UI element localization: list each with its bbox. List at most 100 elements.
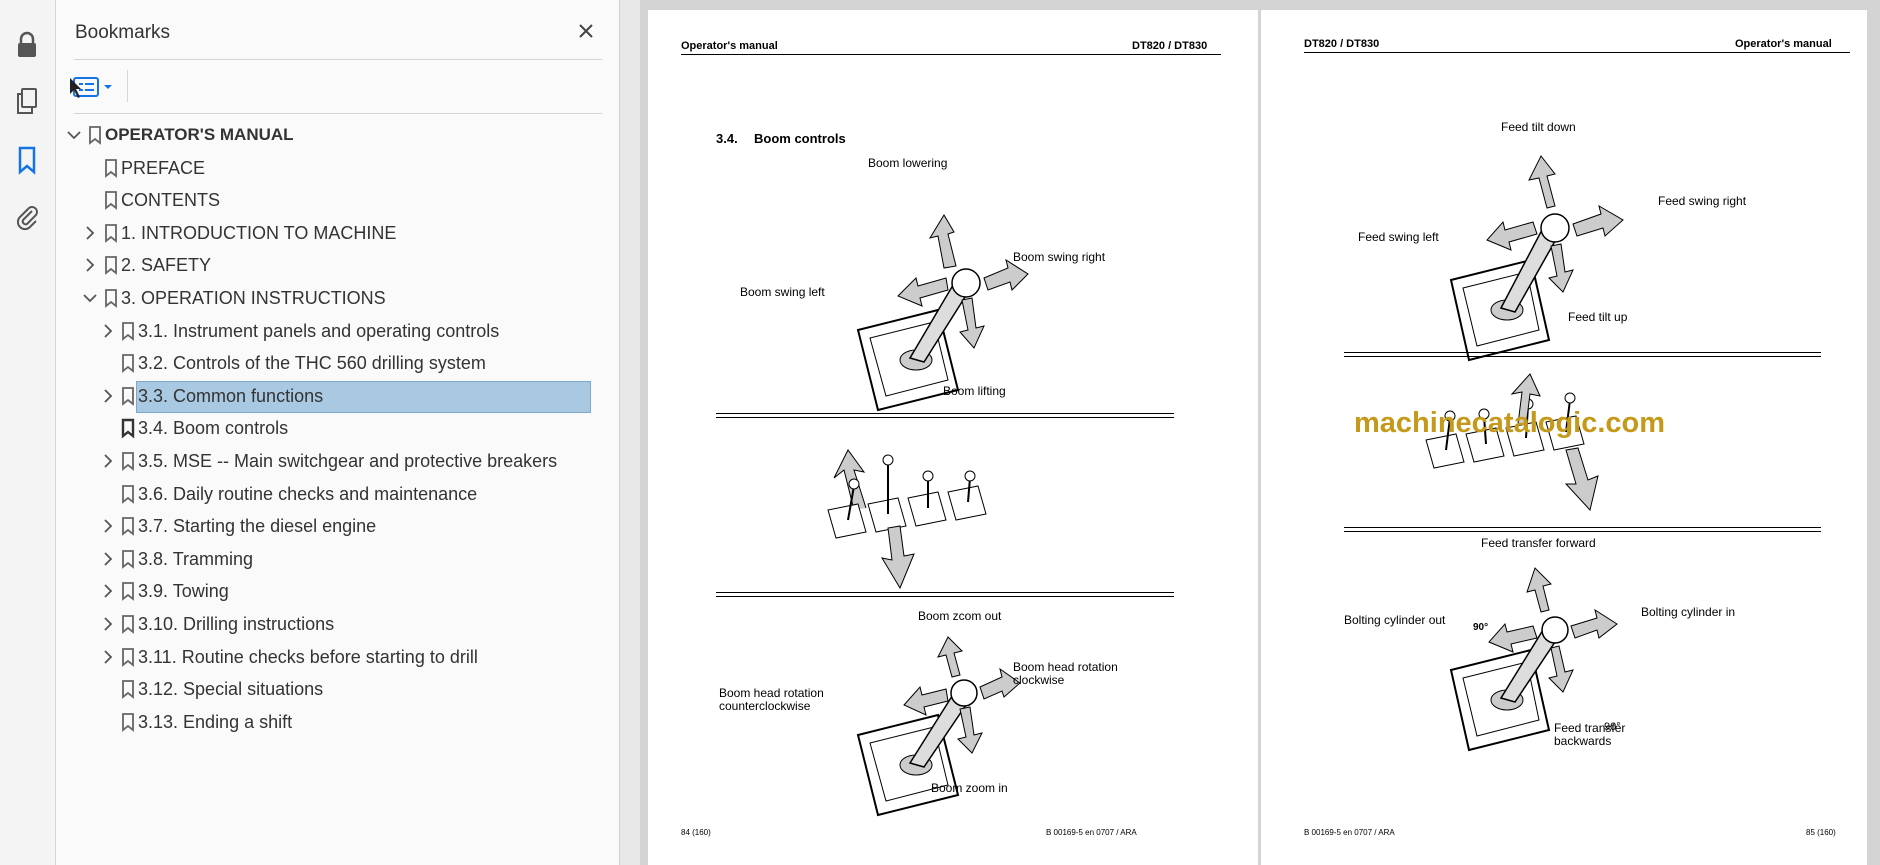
chevron-right-icon[interactable] [80, 250, 100, 280]
bookmark-item[interactable]: 2. SAFETY [56, 250, 606, 280]
bookmark-item[interactable]: 3.11. Routine checks before starting to … [56, 642, 606, 672]
attachment-icon[interactable] [10, 200, 44, 234]
degree-right: 90° [1604, 721, 1621, 733]
bookmark-item[interactable]: 3.3. Common functions [56, 380, 606, 413]
bookmark-icon [120, 642, 136, 672]
page-85: DT820 / DT830 Operator's manual Feed til… [1261, 10, 1867, 865]
caption-up: Boom zcom out [918, 609, 1002, 623]
divider [74, 113, 602, 114]
bookmark-tree: OPERATOR'S MANUAL PREFACE CONTENTS 1. INTRO… [56, 120, 606, 865]
bookmark-label: 1. INTRODUCTION TO MACHINE [121, 222, 397, 243]
bookmark-item[interactable]: 3.7. Starting the diesel engine [56, 511, 606, 541]
bookmark-icon [103, 250, 119, 280]
bookmark-item[interactable]: 3.10. Drilling instructions [56, 609, 606, 639]
bookmark-item[interactable]: 3.5. MSE -- Main switchgear and protecti… [56, 446, 606, 476]
bookmark-item[interactable]: 3.4. Boom controls [56, 413, 606, 443]
figure-divider [716, 592, 1174, 597]
bookmark-label: 3.4. Boom controls [138, 418, 289, 439]
caption-up: Boom lowering [868, 156, 948, 170]
doc-code: B 00169-5 en 0707 / ARA [1304, 828, 1395, 837]
pages-icon[interactable] [10, 84, 44, 118]
bookmark-label: 3.13. Ending a shift [138, 711, 293, 732]
doc-code: B 00169-5 en 0707 / ARA [1046, 828, 1137, 837]
bookmark-icon [120, 348, 136, 378]
boom-joystick-figure [856, 214, 1029, 412]
bookmark-label: CONTENTS [121, 190, 220, 211]
chevron-right-icon[interactable] [98, 544, 118, 574]
caption-left-1: Boom head rotation [719, 686, 824, 700]
bookmark-label: 3.3. Common functions [138, 385, 324, 406]
chevron-right-icon[interactable] [98, 576, 118, 606]
bookmark-item[interactable]: 3.13. Ending a shift [56, 707, 606, 737]
bookmark-options-button[interactable] [70, 72, 128, 102]
bookmark-item[interactable]: OPERATOR'S MANUAL [56, 120, 606, 150]
divider [74, 59, 602, 60]
bookmark-item[interactable]: 3.2. Controls of the THC 560 drilling sy… [56, 348, 606, 378]
caption-right-2: clockwise [1013, 673, 1065, 687]
bookmark-icon [103, 218, 119, 248]
caption-right: Feed swing right [1658, 194, 1747, 208]
bookmark-icon[interactable] [10, 143, 44, 177]
bookmark-item[interactable]: 3.1. Instrument panels and operating con… [56, 316, 606, 346]
feed-joystick-figure [1449, 155, 1624, 362]
bookmark-icon [103, 153, 119, 183]
bookmark-icon [120, 544, 136, 574]
caption-right-1: Boom head rotation [1013, 660, 1118, 674]
lock-icon[interactable] [10, 28, 44, 62]
bookmark-icon [120, 381, 136, 411]
figure-divider [716, 413, 1174, 418]
chevron-down-icon[interactable] [80, 283, 100, 313]
caption-down: Feed tilt up [1568, 310, 1628, 324]
chevron-down-icon[interactable] [64, 120, 84, 150]
caption-up: Feed tilt down [1501, 120, 1576, 134]
caption-up: Feed transfer forward [1481, 536, 1596, 550]
bookmark-icon [103, 185, 119, 215]
document-view[interactable]: Operator's manual DT820 / DT830 3.4. Boo… [640, 0, 1880, 865]
caption-left-2: counterclockwise [719, 699, 811, 713]
caption-down-1: Feed transfer [1554, 721, 1626, 735]
bookmark-icon [120, 446, 136, 476]
caption-left: Boom swing left [740, 285, 825, 299]
bookmark-label: 3.7. Starting the diesel engine [138, 516, 377, 537]
bookmark-icon [120, 576, 136, 606]
bookmark-item[interactable]: PREFACE [56, 153, 606, 183]
chevron-right-icon[interactable] [98, 609, 118, 639]
page-84: Operator's manual DT820 / DT830 3.4. Boo… [648, 10, 1258, 865]
bookmark-icon [120, 511, 136, 541]
caption-right: Boom swing right [1013, 250, 1106, 264]
bookmark-item[interactable]: 3.9. Towing [56, 576, 606, 606]
page-header-left: Operator's manual [681, 40, 778, 52]
bookmark-label: 3.5. MSE -- Main switchgear and protecti… [138, 451, 558, 471]
header-rule [1304, 52, 1850, 53]
chevron-right-icon[interactable] [98, 446, 118, 476]
page-header-right: DT820 / DT830 [1132, 40, 1208, 52]
chevron-right-icon[interactable] [98, 642, 118, 672]
divider [127, 70, 128, 102]
caption-down: Boom zoom in [931, 781, 1008, 795]
bookmark-icon [120, 479, 136, 509]
bookmark-icon [120, 413, 136, 443]
bookmark-item[interactable]: 3.8. Tramming [56, 544, 606, 574]
chevron-right-icon[interactable] [98, 381, 118, 411]
caption-left: Bolting cylinder out [1344, 613, 1446, 627]
bookmark-label: 3.1. Instrument panels and operating con… [138, 320, 500, 341]
bookmark-label: OPERATOR'S MANUAL [105, 125, 294, 144]
bookmark-item[interactable]: 3.6. Daily routine checks and maintenanc… [56, 479, 606, 509]
bookmark-label: 3.8. Tramming [138, 548, 254, 569]
caption-right: Bolting cylinder in [1641, 605, 1736, 619]
bookmark-label: 2. SAFETY [121, 255, 212, 276]
bookmark-label: 3.12. Special situations [138, 679, 324, 700]
bookmark-item[interactable]: 3. OPERATION INSTRUCTIONS [56, 283, 606, 313]
bookmark-item[interactable]: 3.12. Special situations [56, 674, 606, 704]
bookmark-item[interactable]: 1. INTRODUCTION TO MACHINE [56, 218, 606, 248]
chevron-right-icon[interactable] [80, 218, 100, 248]
chevron-right-icon[interactable] [98, 316, 118, 346]
page-header-left: DT820 / DT830 [1304, 38, 1380, 50]
bookmark-icon [103, 283, 119, 313]
close-icon[interactable] [573, 18, 599, 44]
chevron-right-icon[interactable] [98, 511, 118, 541]
watermark: machinecatalogic.com [1354, 407, 1666, 439]
bookmark-label: 3.10. Drilling instructions [138, 614, 335, 634]
bookmark-item[interactable]: CONTENTS [56, 185, 606, 215]
